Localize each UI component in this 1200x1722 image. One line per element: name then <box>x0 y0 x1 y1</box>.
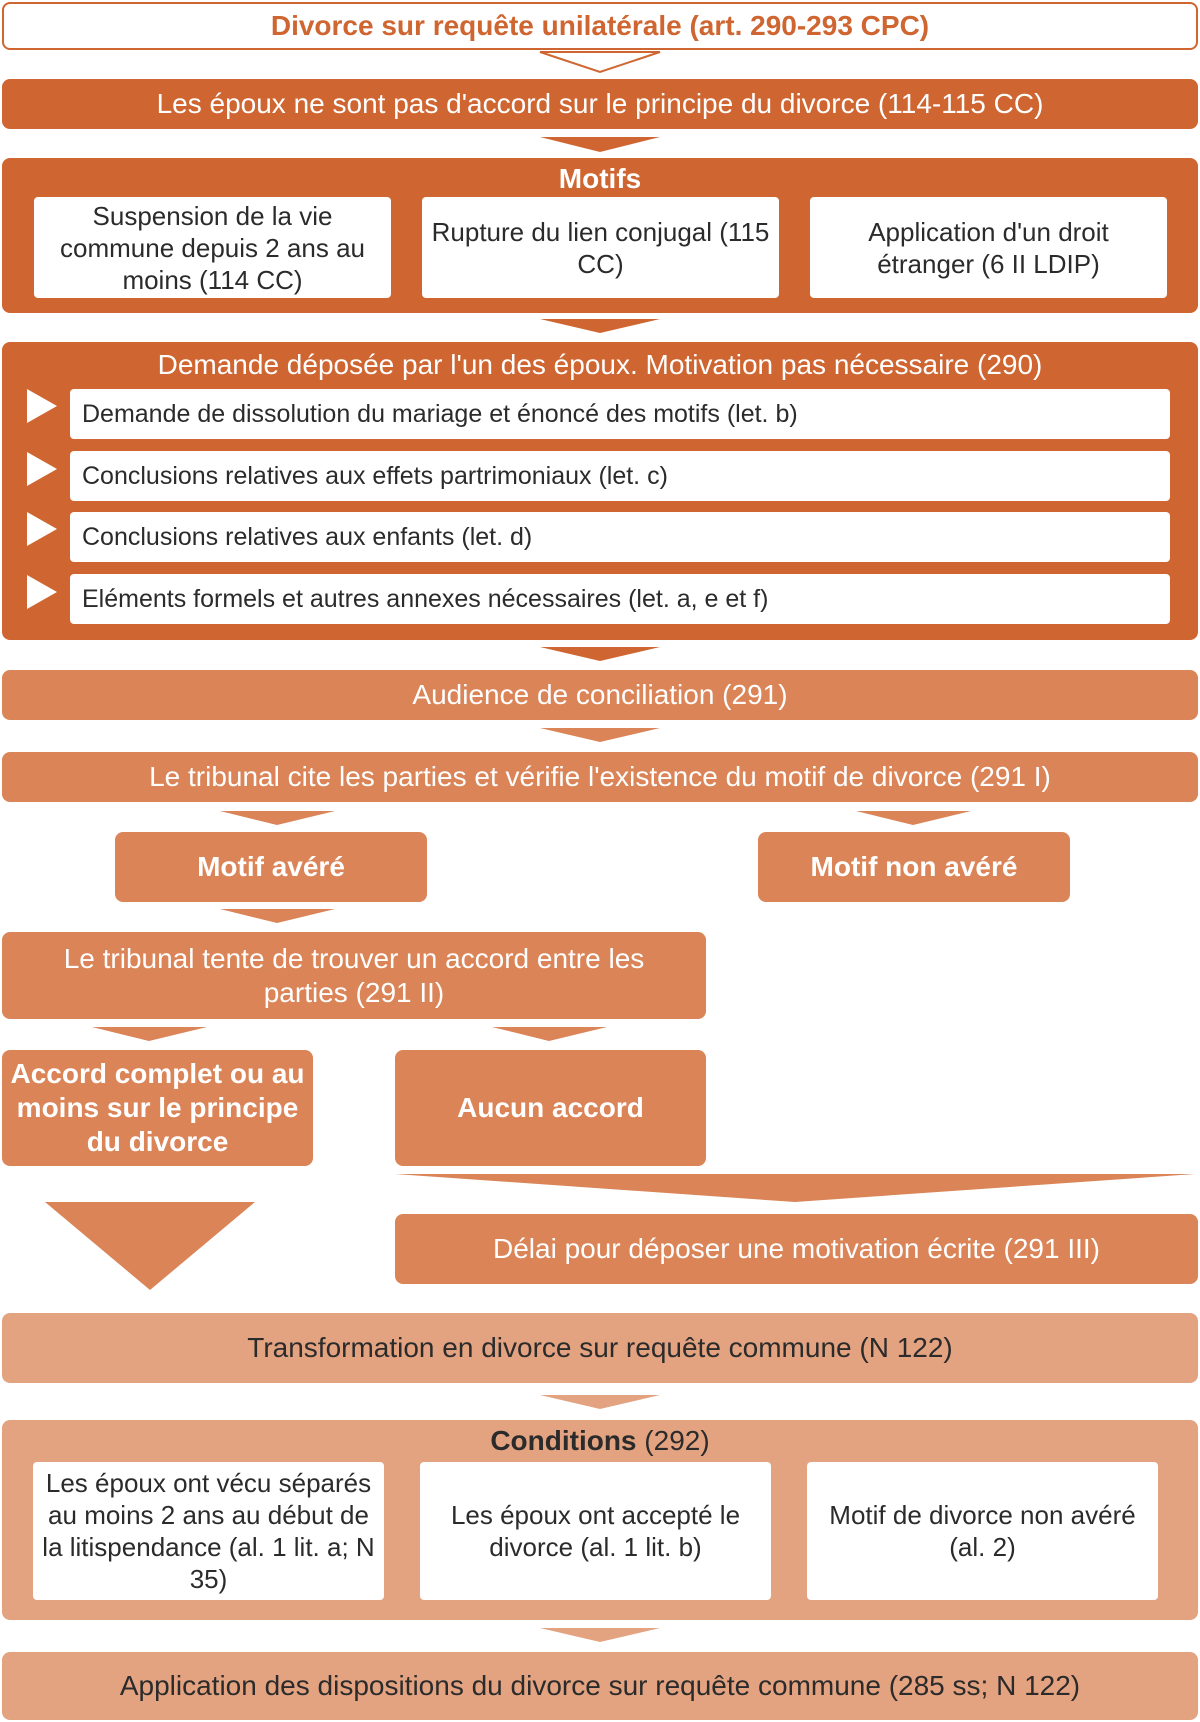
condition-item-accepte: Les époux ont accepté le divorce (al. 1 … <box>420 1462 771 1600</box>
arrow-title-down <box>539 51 661 74</box>
demande-item-dissolution: Demande de dissolution du mariage et éno… <box>70 389 1170 439</box>
motif-avere-box: Motif avéré <box>115 832 427 902</box>
play-icon <box>27 389 57 423</box>
transformation-box: Transformation en divorce sur requête co… <box>2 1313 1198 1383</box>
demande-item-enfants: Conclusions relatives aux enfants (let. … <box>70 512 1170 562</box>
no-agreement-box: Les époux ne sont pas d'accord sur le pr… <box>2 79 1198 129</box>
arrow-audience-down <box>540 728 660 742</box>
conditions-title: Conditions <box>490 1425 637 1456</box>
delai-box: Délai pour déposer une motivation écrite… <box>395 1214 1198 1284</box>
motif-item-suspension: Suspension de la vie commune depuis 2 an… <box>34 197 391 298</box>
arrow-demande-down <box>540 647 660 661</box>
arrow-to-motif-non-avere <box>856 811 971 825</box>
arrow-to-accord <box>92 1027 207 1041</box>
tribunal-cite-box: Le tribunal cite les parties et vérifie … <box>2 752 1198 802</box>
conditions-ref: (292) <box>644 1425 710 1456</box>
arrow-motifs-down <box>540 319 660 333</box>
play-icon <box>27 575 57 609</box>
arrow-noagree-down <box>540 137 660 152</box>
application-box: Application des dispositions du divorce … <box>2 1652 1198 1720</box>
condition-item-separes: Les époux ont vécu séparés au moins 2 an… <box>33 1462 384 1600</box>
demande-item-effets: Conclusions relatives aux effets partrim… <box>70 451 1170 501</box>
arrow-aucun-wide <box>395 1174 1195 1202</box>
accord-complet-box: Accord complet ou au moins sur le princi… <box>2 1050 313 1166</box>
motifs-heading: Motifs <box>558 163 642 194</box>
conditions-heading: Conditions (292) <box>2 1424 1198 1458</box>
arrow-conditions-down <box>540 1628 660 1642</box>
arrow-accord-big <box>45 1202 255 1290</box>
tribunal-tente-box: Le tribunal tente de trouver un accord e… <box>2 932 706 1019</box>
condition-item-non-avere: Motif de divorce non avéré (al. 2) <box>807 1462 1158 1600</box>
demande-item-formels: Eléments formels et autres annexes néces… <box>70 574 1170 624</box>
diagram-title: Divorce sur requête unilatérale (art. 29… <box>2 2 1198 50</box>
arrow-to-motif-avere <box>220 811 335 825</box>
motif-item-rupture: Rupture du lien conjugal (115 CC) <box>422 197 779 298</box>
motif-non-avere-box: Motif non avéré <box>758 832 1070 902</box>
play-icon <box>27 452 57 486</box>
audience-box: Audience de conciliation (291) <box>2 670 1198 720</box>
arrow-to-aucun <box>492 1027 607 1041</box>
arrow-transformation-down <box>540 1395 660 1409</box>
demande-heading: Demande déposée par l'un des époux. Moti… <box>157 349 1043 380</box>
aucun-accord-box: Aucun accord <box>395 1050 706 1166</box>
arrow-avere-down <box>220 909 335 923</box>
motif-item-droit-etranger: Application d'un droit étranger (6 II LD… <box>810 197 1167 298</box>
play-icon <box>27 512 57 546</box>
